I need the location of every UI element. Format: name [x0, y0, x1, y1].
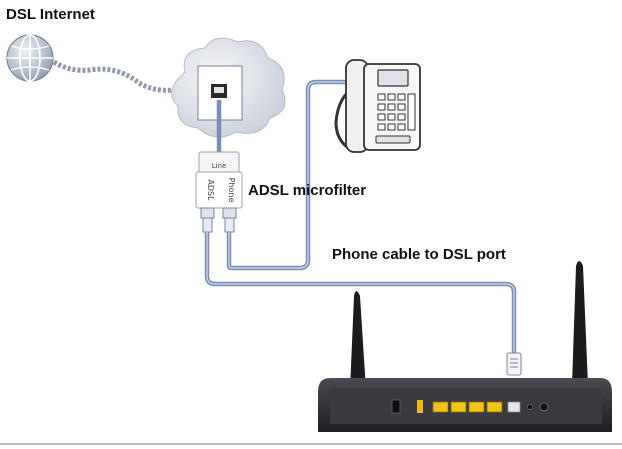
internet-connection-line	[52, 59, 176, 93]
wall-jack-cloud	[170, 37, 286, 138]
router-antenna-right	[572, 261, 588, 385]
adsl-microfilter-label: ADSL microfilter	[248, 182, 367, 199]
phone-cable-label: Phone cable to DSL port	[332, 246, 506, 263]
lan-ports	[432, 401, 503, 413]
telephone-icon	[334, 59, 421, 153]
dsl-port	[507, 401, 521, 413]
dsl-internet-label: DSL Internet	[6, 6, 95, 23]
microfilter-adsl-label: ADSL	[206, 179, 215, 201]
dsl-router	[318, 378, 612, 432]
adsl-microfilter: Line ADSL Phone	[195, 151, 243, 233]
rj11-plug	[506, 352, 522, 376]
router-antenna-left	[350, 291, 366, 390]
microfilter-line-label: Line	[212, 162, 227, 170]
usb-port	[417, 400, 423, 413]
power-jack	[539, 402, 549, 412]
microfilter-phone-label: Phone	[227, 178, 236, 203]
power-switch	[391, 399, 401, 414]
globe-icon	[6, 34, 54, 82]
reset-button	[527, 404, 533, 410]
